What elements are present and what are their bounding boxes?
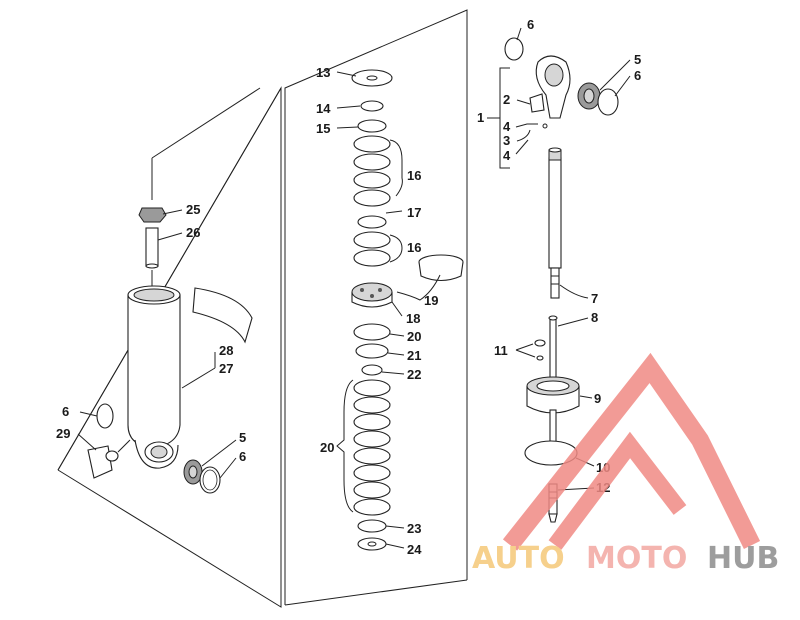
callout-6-left: 6 xyxy=(62,404,69,419)
callout-3: 3 xyxy=(503,133,510,148)
callout-6-right: 6 xyxy=(634,68,641,83)
callout-5-right: 5 xyxy=(634,52,641,67)
shim-stack xyxy=(351,69,464,551)
callout-25: 25 xyxy=(186,202,200,217)
callout-2: 2 xyxy=(503,92,510,107)
shim-17 xyxy=(357,215,387,229)
screw-2 xyxy=(529,93,545,113)
callout-7: 7 xyxy=(591,291,598,306)
callout-4-lower: 4 xyxy=(503,148,511,163)
callout-labels: 1 2 3 4 4 5 5 6 6 6 6 7 8 9 10 11 12 13 … xyxy=(56,17,641,557)
piston-ring-19 xyxy=(418,254,464,282)
screw-11-a xyxy=(534,339,546,347)
callout-21: 21 xyxy=(407,348,421,363)
callout-23: 23 xyxy=(407,521,421,536)
watermark-logo-icon xyxy=(502,352,761,551)
ball-4 xyxy=(542,123,548,129)
panel-outlines xyxy=(57,9,468,608)
callout-24: 24 xyxy=(407,542,422,557)
reservoir-body-27 xyxy=(127,295,181,449)
washer-11-b xyxy=(536,355,544,361)
watermark-text-auto: AUTO xyxy=(472,541,565,576)
watermark: AUTO MOTO HUB xyxy=(472,352,779,576)
callout-26: 26 xyxy=(186,225,200,240)
shaft-assembly xyxy=(487,37,619,523)
callout-13: 13 xyxy=(316,65,330,80)
callout-19: 19 xyxy=(424,293,438,308)
valve-29 xyxy=(87,445,113,479)
shim-15 xyxy=(357,119,387,133)
callout-16-upper: 16 xyxy=(407,168,421,183)
shim-21 xyxy=(355,343,389,359)
callout-28: 28 xyxy=(219,343,233,358)
callout-29: 29 xyxy=(56,426,70,441)
housing-9 xyxy=(526,376,580,414)
callout-15: 15 xyxy=(316,121,330,136)
callout-6-left-bottom: 6 xyxy=(239,449,246,464)
callout-16-lower: 16 xyxy=(407,240,421,255)
callout-20-single: 20 xyxy=(407,329,421,344)
watermark-text-hub: HUB xyxy=(707,541,779,576)
shim-22 xyxy=(361,364,383,376)
callout-5-left: 5 xyxy=(239,430,246,445)
sleeve-26 xyxy=(145,227,159,267)
washer-14 xyxy=(360,100,384,112)
callout-9: 9 xyxy=(594,391,601,406)
callout-4-upper: 4 xyxy=(503,119,511,134)
callout-18: 18 xyxy=(406,311,420,326)
callout-22: 22 xyxy=(407,367,421,382)
callout-20-stack: 20 xyxy=(320,440,334,455)
callout-11: 11 xyxy=(494,343,508,358)
clip-6-left-top xyxy=(96,403,114,429)
heat-shield-28 xyxy=(192,287,253,344)
callout-6-top: 6 xyxy=(527,17,534,32)
clip-6-right-top xyxy=(504,37,524,61)
callout-14: 14 xyxy=(316,101,331,116)
callout-17: 17 xyxy=(407,205,421,220)
callout-1: 1 xyxy=(477,110,484,125)
clip-6-right xyxy=(597,88,619,116)
leader-lines xyxy=(77,27,631,549)
washer-23 xyxy=(357,519,387,533)
shims-16-upper xyxy=(353,135,391,207)
piston-18 xyxy=(351,282,393,308)
callout-8: 8 xyxy=(591,310,598,325)
shims-20-stack xyxy=(353,379,391,516)
watermark-text-moto: MOTO xyxy=(586,541,687,576)
nut-25 xyxy=(138,207,167,223)
callout-27: 27 xyxy=(219,361,233,376)
shaft-7 xyxy=(548,147,562,299)
shim-20-single xyxy=(353,323,391,341)
shims-16-lower xyxy=(353,231,391,267)
reservoir-assembly xyxy=(87,87,261,494)
